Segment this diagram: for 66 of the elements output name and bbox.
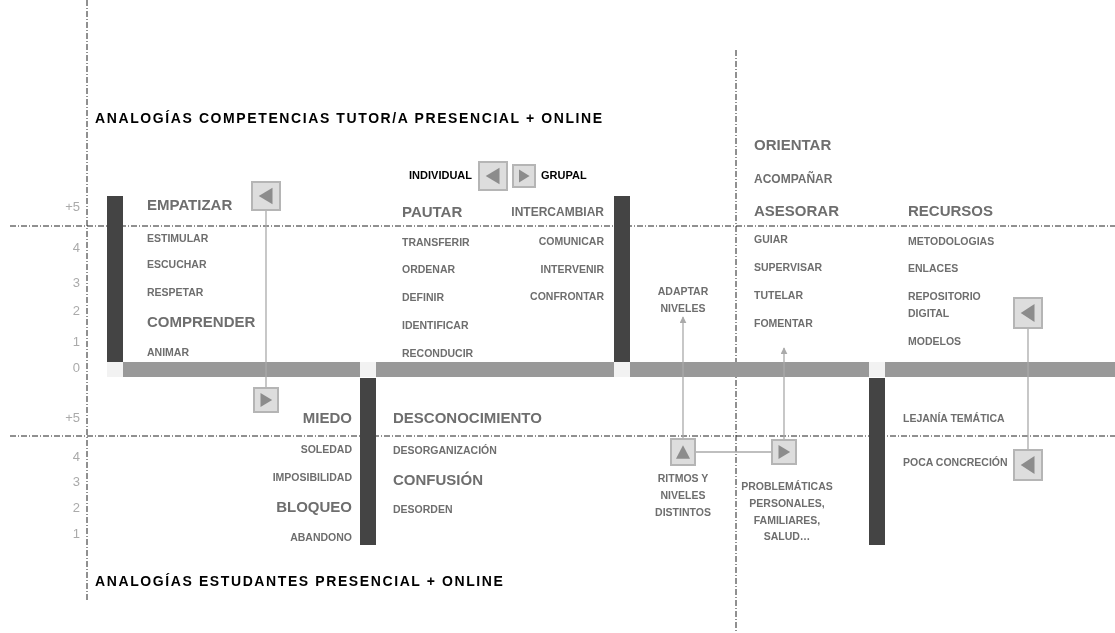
term-label: COMPRENDER bbox=[147, 313, 256, 331]
caption-label: GRUPAL bbox=[541, 169, 587, 183]
term-label: INTERCAMBIAR bbox=[511, 204, 604, 220]
connector-line bbox=[1027, 328, 1029, 450]
axis-tick-label: 3 bbox=[72, 474, 80, 490]
term-label: TRANSFERIR bbox=[402, 235, 470, 249]
axis-tick-label: 4 bbox=[72, 449, 80, 465]
term-label: DESCONOCIMIENTO bbox=[393, 409, 542, 427]
term-label: CONFRONTAR bbox=[530, 289, 604, 303]
term-label: ESTIMULAR bbox=[147, 231, 209, 245]
axis-tick-label: 1 bbox=[72, 334, 80, 350]
term-label: DESORDEN bbox=[393, 502, 453, 516]
axis-tick-label: 2 bbox=[72, 303, 80, 319]
connector-line bbox=[265, 210, 267, 388]
axis-tick-label: 4 bbox=[72, 240, 80, 256]
axis-tick-label: +5 bbox=[65, 410, 80, 426]
vertical-bar bbox=[360, 378, 376, 545]
term-label: MIEDO bbox=[302, 409, 352, 427]
vertical-bar bbox=[614, 196, 630, 362]
term-label: ESCUCHAR bbox=[147, 257, 207, 271]
term-label: REPOSITORIO DIGITAL bbox=[908, 289, 982, 321]
caption-label: INDIVIDUAL bbox=[409, 169, 472, 183]
term-label: IMPOSIBILIDAD bbox=[272, 470, 352, 484]
term-label: RECONDUCIR bbox=[402, 346, 474, 360]
term-label: DESORGANIZACIÓN bbox=[393, 443, 497, 457]
term-label: ACOMPAÑAR bbox=[754, 171, 833, 187]
arrow bbox=[679, 316, 687, 439]
axis-tick-label: +5 bbox=[65, 199, 80, 215]
arrow bbox=[780, 347, 788, 440]
term-label: SOLEDAD bbox=[300, 442, 352, 456]
term-label: TUTELAR bbox=[754, 288, 803, 302]
term-label: GUIAR bbox=[754, 232, 788, 246]
axis-tick-label: 2 bbox=[72, 500, 80, 516]
term-label: RESPETAR bbox=[147, 285, 204, 299]
vertical-bar bbox=[869, 378, 885, 545]
term-label: BLOQUEO bbox=[276, 498, 352, 516]
term-label: CONFUSIÓN bbox=[393, 471, 483, 489]
term-label: METODOLOGIAS bbox=[908, 234, 995, 248]
term-label: INTERVENIR bbox=[540, 262, 604, 276]
term-label: RECURSOS bbox=[908, 202, 993, 220]
term-label: EMPATIZAR bbox=[147, 196, 233, 214]
heading: ANALOGÍAS ESTUDANTES PRESENCIAL + ONLINE bbox=[95, 572, 505, 590]
term-label: ADAPTAR NIVELES bbox=[647, 283, 719, 317]
term-label: LEJANÍA TEMÁTICA bbox=[903, 411, 1005, 425]
term-label: ABANDONO bbox=[290, 530, 352, 544]
caption-label: PROBLEMÁTICAS PERSONALES, FAMILIARES, SALUD… bbox=[740, 479, 834, 545]
term-label: DEFINIR bbox=[402, 290, 444, 304]
term-label: ORDENAR bbox=[402, 262, 456, 276]
axis-tick-label: 1 bbox=[72, 526, 80, 542]
term-label: POCA CONCRECIÓN bbox=[903, 455, 1008, 469]
term-label: MODELOS bbox=[908, 334, 962, 348]
heading: ANALOGÍAS COMPETENCIAS TUTOR/A PRESENCIAL + ONLINE bbox=[95, 109, 604, 127]
term-label: IDENTIFICAR bbox=[402, 318, 469, 332]
term-label: ASESORAR bbox=[754, 202, 839, 220]
caption-label: RITMOS Y NIVELES DISTINTOS bbox=[654, 471, 712, 520]
term-label: ORIENTAR bbox=[754, 136, 832, 154]
term-label: PAUTAR bbox=[402, 203, 463, 221]
term-label: FOMENTAR bbox=[754, 316, 813, 330]
term-label: COMUNICAR bbox=[538, 234, 604, 248]
axis-tick-label: 0 bbox=[72, 360, 80, 376]
axis-tick-label: 3 bbox=[72, 275, 80, 291]
connector-line bbox=[695, 451, 772, 453]
term-label: SUPERVISAR bbox=[754, 260, 823, 274]
term-label: ENLACES bbox=[908, 261, 959, 275]
vertical-bar bbox=[107, 196, 123, 362]
term-label: ANIMAR bbox=[147, 345, 189, 359]
